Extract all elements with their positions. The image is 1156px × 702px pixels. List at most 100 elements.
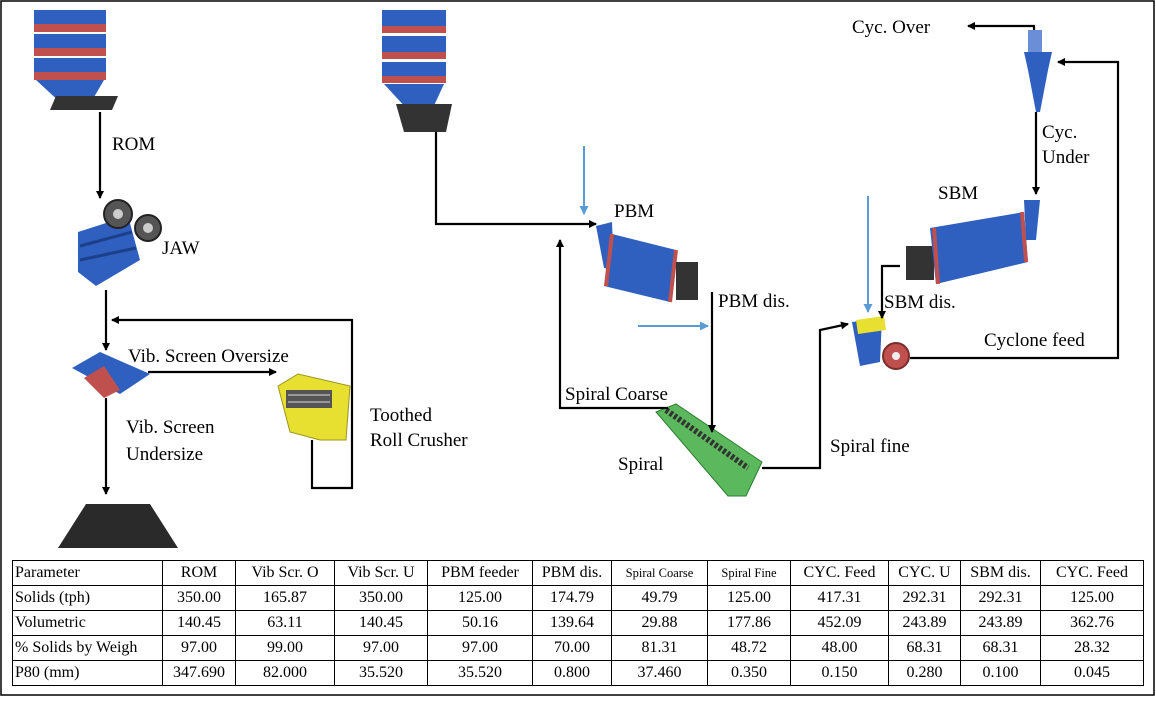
label-vib-undersize-1: Vib. Screen	[126, 417, 215, 438]
table-cell: 165.87	[235, 585, 335, 611]
water-addition-arrows	[579, 146, 873, 331]
table-cell: 97.00	[162, 635, 236, 661]
cyclone	[1024, 30, 1052, 112]
header-cell: CYC. Feed	[790, 560, 889, 586]
parameters-table: Parameter ROM Vib Scr. O Vib Scr. U PBM …	[12, 560, 1144, 686]
table-cell: 37.460	[611, 660, 708, 686]
header-cell: Spiral Fine	[707, 560, 791, 586]
table-row: P80 (mm) 347.690 82.000 35.520 35.520 0.…	[12, 660, 1144, 686]
header-cell: Parameter	[12, 560, 163, 586]
label-pbm-dis: PBM dis.	[718, 291, 790, 312]
table-cell: 177.86	[707, 610, 791, 636]
table-cell: 0.800	[532, 660, 612, 686]
table-row: Solids (tph) 350.00 165.87 350.00 125.00…	[12, 585, 1144, 611]
table-cell: 81.31	[611, 635, 708, 661]
table-cell: 82.000	[235, 660, 335, 686]
table-cell: 139.64	[532, 610, 612, 636]
table-cell: 99.00	[235, 635, 335, 661]
table-cell: 243.89	[960, 610, 1041, 636]
header-cell: PBM feeder	[427, 560, 533, 586]
table-row: % Solids by Weigh 97.00 99.00 97.00 97.0…	[12, 635, 1144, 661]
pbm-feed-hopper	[382, 10, 452, 132]
table-cell: 0.100	[960, 660, 1041, 686]
vibrating-screen	[72, 352, 150, 398]
table-cell: 125.00	[707, 585, 791, 611]
label-sbm-dis: SBM dis.	[884, 292, 956, 313]
label-toothed-2: Roll Crusher	[370, 430, 468, 451]
table-cell: 29.88	[611, 610, 708, 636]
table-cell: 350.00	[334, 585, 428, 611]
table-cell: 48.00	[790, 635, 889, 661]
header-cell: Spiral Coarse	[611, 560, 708, 586]
table-cell: 68.31	[888, 635, 961, 661]
table-cell: 125.00	[427, 585, 533, 611]
table-cell: 28.32	[1040, 635, 1144, 661]
table-cell: 97.00	[334, 635, 428, 661]
label-vib-oversize: Vib. Screen Oversize	[128, 346, 289, 367]
header-cell: Vib Scr. O	[235, 560, 335, 586]
label-vib-undersize-2: Undersize	[126, 444, 203, 465]
table-cell: 35.520	[427, 660, 533, 686]
table-cell: 0.045	[1040, 660, 1144, 686]
process-lines	[96, 22, 1120, 495]
jaw-crusher	[78, 199, 162, 286]
sump-pump	[852, 316, 910, 370]
table-cell: 70.00	[532, 635, 612, 661]
table-cell: P80 (mm)	[12, 660, 163, 686]
table-cell: Volumetric	[12, 610, 163, 636]
table-cell: 0.280	[888, 660, 961, 686]
table-cell: 292.31	[960, 585, 1041, 611]
label-pbm: PBM	[614, 201, 654, 222]
label-spiral-coarse: Spiral Coarse	[565, 384, 668, 405]
table-cell: 140.45	[334, 610, 428, 636]
table-cell: 174.79	[532, 585, 612, 611]
label-spiral-fine: Spiral fine	[830, 436, 910, 457]
header-cell: ROM	[162, 560, 236, 586]
label-cyc-under-1: Cyc.	[1042, 122, 1077, 143]
table-cell: 49.79	[611, 585, 708, 611]
label-sbm: SBM	[938, 183, 978, 204]
table-row: Volumetric 140.45 63.11 140.45 50.16 139…	[12, 610, 1144, 636]
table-cell: Solids (tph)	[12, 585, 163, 611]
rom-hopper	[34, 10, 118, 110]
header-cell: CYC. Feed	[1040, 560, 1144, 586]
table-cell: 97.00	[427, 635, 533, 661]
table-cell: 125.00	[1040, 585, 1144, 611]
table-cell: 452.09	[790, 610, 889, 636]
label-rom: ROM	[112, 134, 155, 155]
table-cell: 0.150	[790, 660, 889, 686]
label-jaw: JAW	[162, 238, 200, 259]
table-cell: 63.11	[235, 610, 335, 636]
stockpile	[58, 504, 178, 548]
table-header-row: Parameter ROM Vib Scr. O Vib Scr. U PBM …	[12, 560, 1144, 586]
header-cell: SBM dis.	[960, 560, 1041, 586]
label-spiral: Spiral	[618, 454, 663, 475]
table-cell: 48.72	[707, 635, 791, 661]
label-cyclone-feed: Cyclone feed	[984, 330, 1085, 351]
table-cell: 350.00	[162, 585, 236, 611]
table-cell: 243.89	[888, 610, 961, 636]
label-cyc-under-2: Under	[1042, 147, 1090, 168]
spiral-classifier	[655, 403, 763, 497]
sbm-ball-mill	[906, 200, 1040, 285]
table-cell: 417.31	[790, 585, 889, 611]
table-cell: 68.31	[960, 635, 1041, 661]
table-cell: 35.520	[334, 660, 428, 686]
table-cell: 347.690	[162, 660, 236, 686]
label-toothed-1: Toothed	[370, 405, 432, 426]
table-cell: 0.350	[707, 660, 791, 686]
table-cell: % Solids by Weigh	[12, 635, 163, 661]
table-cell: 140.45	[162, 610, 236, 636]
table-cell: 50.16	[427, 610, 533, 636]
label-cyc-over: Cyc. Over	[852, 17, 931, 38]
header-cell: Vib Scr. U	[334, 560, 428, 586]
table-cell: 292.31	[888, 585, 961, 611]
header-cell: CYC. U	[888, 560, 961, 586]
table-cell: 362.76	[1040, 610, 1144, 636]
pbm-ball-mill	[596, 222, 698, 303]
header-cell: PBM dis.	[532, 560, 612, 586]
toothed-roll-crusher	[277, 373, 351, 441]
